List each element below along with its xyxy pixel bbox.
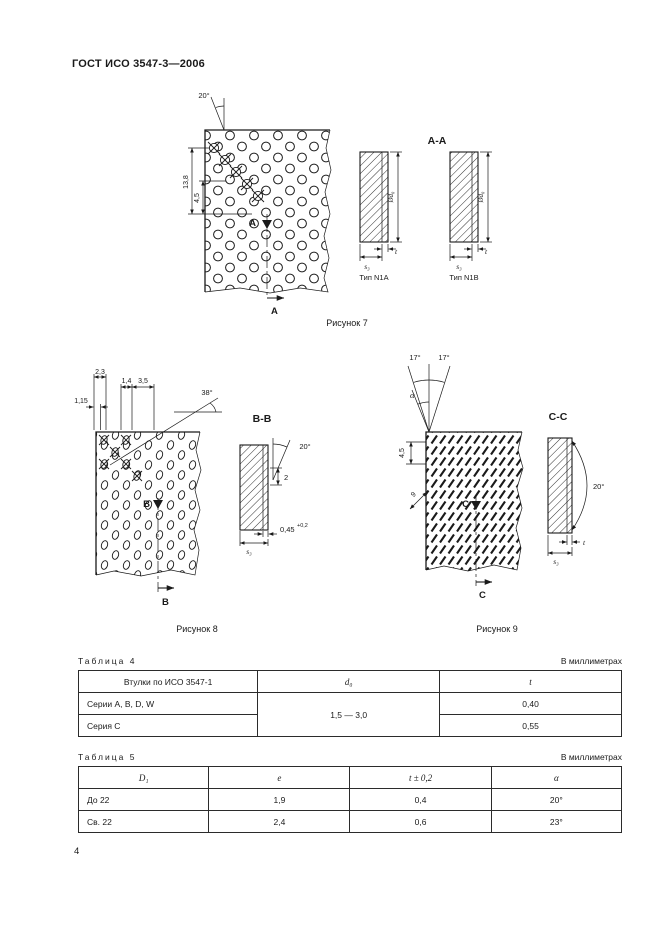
fig7-s3-label-n1a: s₃ bbox=[364, 262, 370, 271]
fig8-dim-2-3: 2,3 bbox=[95, 369, 105, 376]
fig9-angle-fan bbox=[407, 364, 451, 433]
fig7-type-n1b-label: Тип N1B bbox=[449, 273, 478, 282]
figure7-caption: Рисунок 7 bbox=[326, 318, 368, 328]
table5: D₁ e t ± 0,2 α До 22 1,9 0,4 20° Св. 22 … bbox=[77, 766, 623, 833]
table-cell: 1,9 bbox=[208, 788, 351, 811]
fig8-dim-3-5: 3,5 bbox=[138, 378, 148, 385]
fig8-section-cut-line bbox=[153, 498, 175, 592]
figure9-drawing: 17° 17° α 4,5 9 С С С-С 20° t s₃ bbox=[399, 353, 604, 601]
fig9-left-dimensions bbox=[406, 441, 428, 510]
fig8-section-letter-mid: В bbox=[143, 499, 150, 510]
table4-units: В миллиметрах bbox=[560, 656, 622, 666]
fig8-tol-sup: +0,2 bbox=[297, 523, 308, 529]
table-cell: 0,4 bbox=[349, 788, 492, 811]
fig8-top-dimensions bbox=[86, 374, 155, 430]
table-cell: 23° bbox=[490, 810, 623, 833]
fig9-s3-label: s₃ bbox=[553, 557, 559, 566]
fig8-dim-2: 2 bbox=[284, 473, 288, 482]
table5-col-t: t ± 0,2 bbox=[349, 766, 492, 789]
table5-col-alpha: α bbox=[490, 766, 623, 789]
fig7-angle-label: 20° bbox=[198, 91, 209, 100]
table4-block: Таблица 4 В миллиметрах Втулки по ИСО 35… bbox=[77, 656, 622, 737]
fig7-dia-label-n1a: Ød₀ bbox=[387, 191, 395, 204]
fig7-section-title: А-А bbox=[428, 135, 447, 147]
figure8-caption: Рисунок 8 bbox=[176, 624, 218, 634]
figure8-drawing: 2,3 1,4 3,5 1,15 38° В В В-В 20° 2 0,45 … bbox=[74, 369, 310, 608]
fig8-section-view bbox=[239, 438, 291, 546]
table-cell: 0,6 bbox=[349, 810, 492, 833]
fig7-section-type-n1a bbox=[359, 151, 402, 261]
fig8-s3-label: s₃ bbox=[246, 547, 252, 556]
figure7-drawing: 20° 13,8 4,5 А А А-А Ød₀ s₃ t Тип N1A Ød… bbox=[183, 91, 492, 317]
table-cell: Св. 22 bbox=[77, 810, 210, 833]
table5-title: Таблица 5 bbox=[78, 752, 137, 762]
fig7-s3-label-n1b: s₃ bbox=[456, 262, 462, 271]
fig7-marked-holes bbox=[207, 141, 265, 203]
fig7-t-label-n1b: t bbox=[485, 247, 488, 256]
table4-col-t: t bbox=[439, 670, 622, 693]
fig8-section-letter-bottom: В bbox=[162, 597, 169, 608]
table5-units: В миллиметрах bbox=[560, 752, 622, 762]
fig7-angle-callout bbox=[210, 96, 225, 131]
fig7-left-dimensions bbox=[188, 147, 252, 215]
fig9-section-view bbox=[547, 437, 588, 556]
fig7-section-letter-bottom: А bbox=[271, 306, 278, 317]
table5-col-d: D₁ bbox=[77, 766, 210, 789]
fig9-section-letter-mid: С bbox=[462, 499, 469, 510]
table-cell: 2,4 bbox=[208, 810, 351, 833]
table5-head: Таблица 5 В миллиметрах bbox=[78, 752, 622, 762]
table-cell: Серии A, B, D, W bbox=[77, 692, 259, 715]
fig9-alpha-label: α bbox=[410, 390, 415, 400]
fig7-perforated-plate bbox=[204, 129, 332, 294]
fig9-section-title: С-С bbox=[549, 411, 568, 423]
fig8-angle-20-label: 20° bbox=[299, 442, 310, 451]
fig7-t-label-n1a: t bbox=[395, 247, 398, 256]
page-number: 4 bbox=[74, 846, 80, 857]
table-cell: До 22 bbox=[77, 788, 210, 811]
fig8-dim-1-4: 1,4 bbox=[122, 378, 132, 385]
table-cell: 1,5 — 3,0 bbox=[257, 692, 441, 737]
doc-header: ГОСТ ИСО 3547-3—2006 bbox=[72, 58, 206, 70]
table5-block: Таблица 5 В миллиметрах D₁ e t ± 0,2 α Д… bbox=[77, 752, 623, 833]
fig9-angle-20-label: 20° bbox=[593, 482, 604, 491]
fig9-angle-17-left: 17° bbox=[409, 353, 420, 362]
table5-row: Св. 22 2,4 0,6 23° bbox=[77, 810, 623, 833]
table-cell: Серия С bbox=[77, 714, 259, 737]
fig7-dia-label-n1b: Ød₀ bbox=[477, 191, 485, 204]
fig7-section-letter-mid: А bbox=[249, 218, 256, 229]
table4: Втулки по ИСО 3547-1 d₀ t Серии A, B, D,… bbox=[77, 670, 622, 737]
fig8-marked-holes bbox=[98, 434, 143, 482]
table5-row: До 22 1,9 0,4 20° bbox=[77, 788, 623, 811]
fig7-section-cut-line bbox=[262, 214, 285, 301]
fig8-section-title: В-В bbox=[253, 413, 272, 425]
table4-header-row: Втулки по ИСО 3547-1 d₀ t bbox=[77, 670, 622, 693]
fig7-dim-4-5: 4,5 bbox=[194, 193, 201, 203]
table4-col-bushings: Втулки по ИСО 3547-1 bbox=[77, 670, 259, 693]
table5-header-row: D₁ e t ± 0,2 α bbox=[77, 766, 623, 789]
fig7-section-type-n1b bbox=[449, 151, 492, 261]
table-cell: 20° bbox=[490, 788, 623, 811]
fig8-angle-38-label: 38° bbox=[201, 388, 212, 397]
fig9-section-cut-line bbox=[471, 496, 493, 586]
table4-head: Таблица 4 В миллиметрах bbox=[78, 656, 622, 666]
fig9-section-letter-bottom: С bbox=[479, 590, 486, 601]
fig9-dim-4-5: 4,5 bbox=[399, 448, 406, 458]
fig7-dim-13-8: 13,8 bbox=[183, 175, 190, 189]
figure9-caption: Рисунок 9 bbox=[476, 624, 518, 634]
fig9-dim-9: 9 bbox=[410, 491, 418, 499]
fig9-t-label: t bbox=[583, 538, 586, 547]
fig8-tol-base: 0,45 bbox=[280, 525, 295, 534]
table-cell: 0,40 bbox=[439, 692, 622, 715]
table5-col-e: e bbox=[208, 766, 351, 789]
fig8-dim-1-15: 1,15 bbox=[74, 398, 88, 405]
table4-title: Таблица 4 bbox=[78, 656, 137, 666]
fig9-angle-17-right: 17° bbox=[438, 353, 449, 362]
table-cell: 0,55 bbox=[439, 714, 622, 737]
table4-col-d0: d₀ bbox=[257, 670, 441, 693]
table4-row: Серия С 0,55 bbox=[77, 714, 622, 737]
fig8-angle-38-callout bbox=[109, 397, 222, 466]
fig7-type-n1a-label: Тип N1A bbox=[359, 273, 388, 282]
table4-row: Серии A, B, D, W 1,5 — 3,0 0,40 bbox=[77, 692, 622, 737]
